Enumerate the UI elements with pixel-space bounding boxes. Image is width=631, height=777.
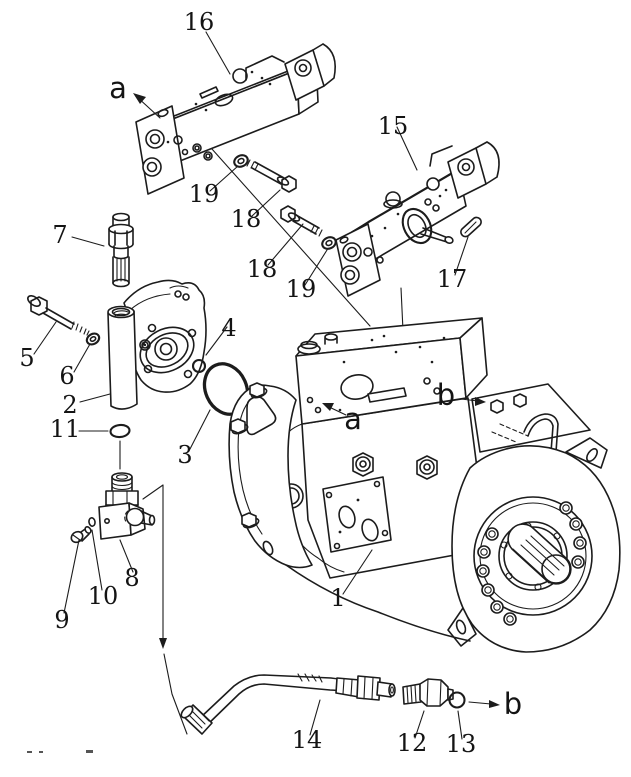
callout-12: 12 (397, 729, 428, 757)
pump-port-plate (322, 476, 392, 553)
callout-18-lower: 18 (247, 255, 278, 283)
view-label-a-marking: a (344, 402, 362, 436)
pin-17 (460, 216, 482, 238)
callout-6: 6 (59, 362, 74, 390)
view-label-b-pointer: b (504, 687, 522, 721)
solenoid-valve-15 (335, 141, 500, 297)
washer-19-lower (321, 236, 337, 250)
fitting-7 (108, 212, 134, 288)
pump-bottom-edge (285, 564, 471, 642)
cover-surface-dots (338, 334, 446, 412)
bolt-18-upper (246, 159, 297, 193)
view-label-a-pointer: a (109, 71, 127, 105)
bolt-5 (27, 295, 90, 336)
view-label-b-marking: b (437, 378, 455, 412)
solenoid-valve-16 (135, 43, 336, 195)
view-arrow-a-top (133, 93, 161, 119)
hose-right-fitting (335, 675, 396, 701)
pump-assembly-1 (228, 317, 621, 653)
tube-2 (107, 305, 138, 410)
callout-9: 9 (54, 606, 69, 634)
hose-14 (180, 673, 396, 735)
view-arrow-b-pump (460, 397, 486, 406)
callout-17: 17 (437, 265, 468, 293)
splined-shaft (507, 523, 572, 585)
pump-end-cover (447, 437, 621, 653)
callout-5: 5 (19, 344, 34, 372)
callout-15: 15 (378, 112, 409, 140)
valve-16-surface-dots (166, 70, 272, 144)
cover-bolts (476, 501, 587, 626)
callout-16: 16 (184, 8, 215, 36)
callout-13: 13 (446, 730, 477, 758)
callout-14: 14 (292, 726, 323, 754)
callout-19-lower: 19 (286, 275, 317, 303)
callout-10: 10 (88, 582, 119, 610)
callout-3: 3 (177, 441, 192, 469)
washer-19-upper (233, 154, 249, 168)
pump-hex-plug-right (416, 455, 438, 480)
view-letters: a a b b (109, 71, 522, 721)
callout-4: 4 (221, 314, 236, 342)
callout-labels: 16 19 18 18 19 15 17 7 5 6 2 11 4 3 8 10… (19, 8, 476, 758)
o-ring-11 (109, 423, 131, 439)
hose-left-fitting (180, 704, 213, 735)
view-arrow-b-bottom (468, 700, 500, 708)
callout-18-upper: 18 (231, 205, 262, 233)
callout-11: 11 (50, 415, 81, 443)
flange-bolts (230, 382, 268, 529)
callout-7: 7 (52, 221, 67, 249)
leader-lines (33, 31, 469, 740)
pump-hex-plug-left (352, 452, 374, 477)
scan-artifact (27, 750, 93, 753)
pump-rear-section (471, 383, 591, 453)
callout-2: 2 (62, 391, 77, 419)
o-ring-10 (88, 517, 96, 527)
view-arrow-a-pump (322, 403, 347, 416)
washer-6 (85, 332, 101, 346)
bolt-18-lower (280, 205, 323, 237)
elbow-block-8 (98, 472, 156, 540)
pump-front-flange (228, 382, 313, 569)
pump-top-cover (295, 317, 488, 425)
callout-1: 1 (330, 584, 345, 612)
valve-15-surface-dots (370, 188, 448, 238)
o-ring-4 (191, 358, 207, 374)
callout-19-upper: 19 (189, 180, 220, 208)
callout-8: 8 (124, 564, 139, 592)
plug-9 (70, 525, 92, 544)
o-ring-13 (448, 691, 466, 709)
fitting-12 (402, 678, 454, 707)
